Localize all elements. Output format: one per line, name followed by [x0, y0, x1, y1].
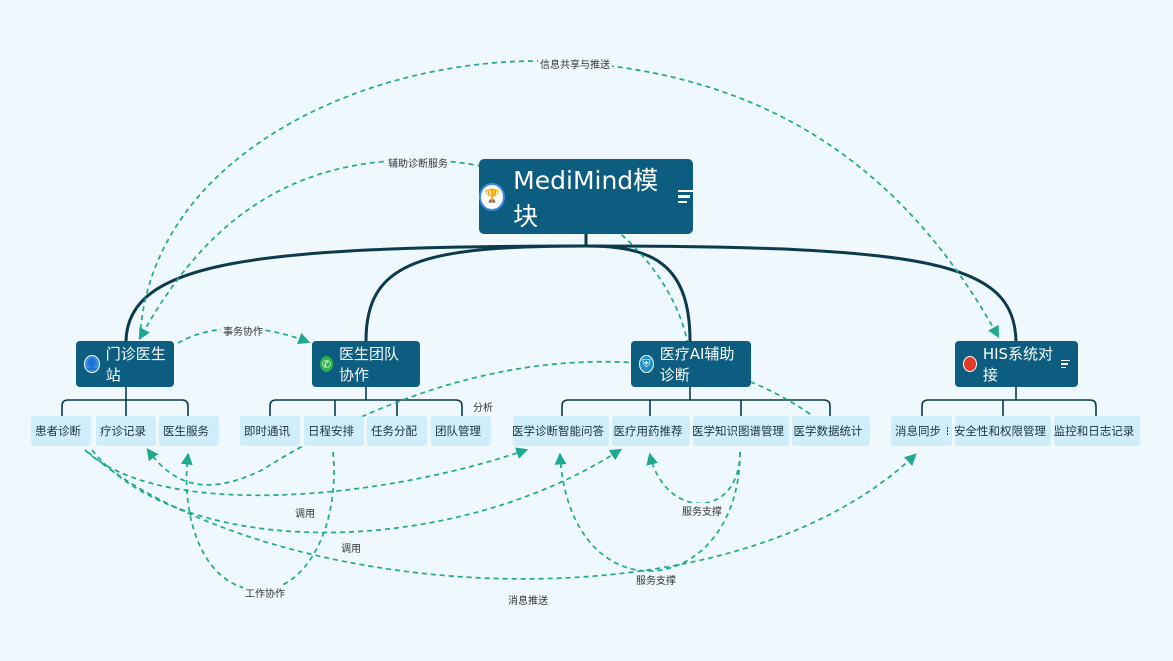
- module-his[interactable]: HIS系统对接: [955, 341, 1078, 387]
- leaf-label: 团队管理: [435, 424, 481, 438]
- tree-branches: [124, 234, 1018, 342]
- relation-label-msg-push: 消息推送: [506, 592, 550, 607]
- leaf-smart-qa[interactable]: 医学诊断智能问答: [512, 416, 609, 446]
- root-title: MediMind模块: [513, 165, 659, 231]
- leaf-team-manage[interactable]: 团队管理: [431, 416, 491, 446]
- module-clinic[interactable]: 👤 门诊医生站: [76, 341, 174, 387]
- leaf-label: 患者诊断: [35, 424, 81, 438]
- leaf-label: 日程安排: [308, 424, 354, 438]
- leaf-security-permission[interactable]: 安全性和权限管理: [954, 416, 1051, 446]
- leaf-schedule[interactable]: 日程安排: [304, 416, 364, 446]
- leaf-message-sync[interactable]: 消息同步: [891, 416, 952, 446]
- module-label: 医生团队协作: [338, 345, 399, 384]
- leaf-label: 任务分配: [371, 424, 417, 438]
- relation-label-call-2: 调用: [339, 540, 363, 555]
- relation-label-aux-diag: 辅助诊断服务: [386, 155, 450, 170]
- module-team[interactable]: ✆ 医生团队协作: [312, 341, 420, 387]
- leaf-label: 医疗用药推荐: [613, 424, 683, 438]
- module-ai[interactable]: ⛨ 医疗AI辅助诊断: [631, 341, 751, 387]
- notes-icon: [1060, 358, 1070, 371]
- leaf-label: 安全性和权限管理: [954, 424, 1046, 438]
- leaf-label: 医学数据统计: [793, 424, 863, 438]
- root-node[interactable]: 🏆 MediMind模块: [479, 159, 693, 234]
- leaf-patient-diagnosis[interactable]: 患者诊断: [31, 416, 91, 446]
- relation-label-service-2: 服务支撑: [634, 572, 678, 587]
- leaf-branches: [61, 387, 1097, 416]
- leaf-medication-recommend[interactable]: 医疗用药推荐: [612, 416, 690, 446]
- leaf-label: 医学知识图谱管理: [692, 424, 784, 438]
- relation-label-analysis: 分析: [471, 399, 495, 414]
- leaf-task-assign[interactable]: 任务分配: [367, 416, 427, 446]
- leaf-treatment-record[interactable]: 疗诊记录: [96, 416, 156, 446]
- relation-label-info-share: 信息共享与推送: [538, 56, 612, 71]
- leaf-instant-message[interactable]: 即时通讯: [240, 416, 300, 446]
- leaf-label: 消息同步: [895, 424, 941, 438]
- leaf-data-statistics[interactable]: 医学数据统计: [792, 416, 870, 446]
- leaf-label: 医生服务: [163, 424, 209, 438]
- leaf-label: 即时通讯: [244, 424, 290, 438]
- leaf-doctor-service[interactable]: 医生服务: [159, 416, 219, 446]
- leaf-knowledge-graph[interactable]: 医学知识图谱管理: [692, 416, 789, 446]
- leaf-label: 医学诊断智能问答: [512, 424, 604, 438]
- shield-icon: ⛨: [639, 355, 654, 373]
- module-label: 门诊医生站: [105, 345, 166, 384]
- leaf-monitor-log[interactable]: 监控和日志记录: [1054, 416, 1140, 446]
- module-label: HIS系统对接: [982, 345, 1054, 384]
- relation-label-call-1: 调用: [293, 505, 317, 520]
- user-icon: 👤: [84, 355, 100, 373]
- notes-icon: [947, 426, 948, 436]
- phone-icon: ✆: [320, 356, 333, 372]
- notes-icon: [678, 187, 693, 206]
- relation-label-work: 工作协作: [243, 585, 287, 600]
- relation-label-affair: 事务协作: [221, 323, 265, 338]
- leaf-label: 监控和日志记录: [1053, 424, 1135, 438]
- record-icon: [963, 356, 977, 372]
- module-label: 医疗AI辅助诊断: [659, 345, 735, 384]
- relation-label-service-1: 服务支撑: [680, 503, 724, 518]
- trophy-icon: 🏆: [479, 182, 506, 211]
- leaf-label: 疗诊记录: [100, 424, 146, 438]
